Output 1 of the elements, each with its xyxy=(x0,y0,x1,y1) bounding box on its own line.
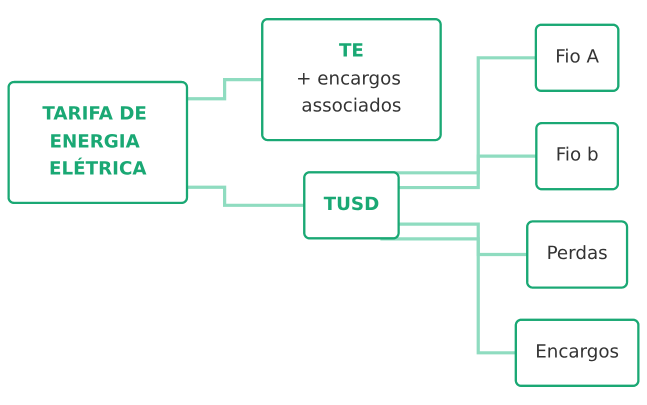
connector xyxy=(380,237,518,355)
